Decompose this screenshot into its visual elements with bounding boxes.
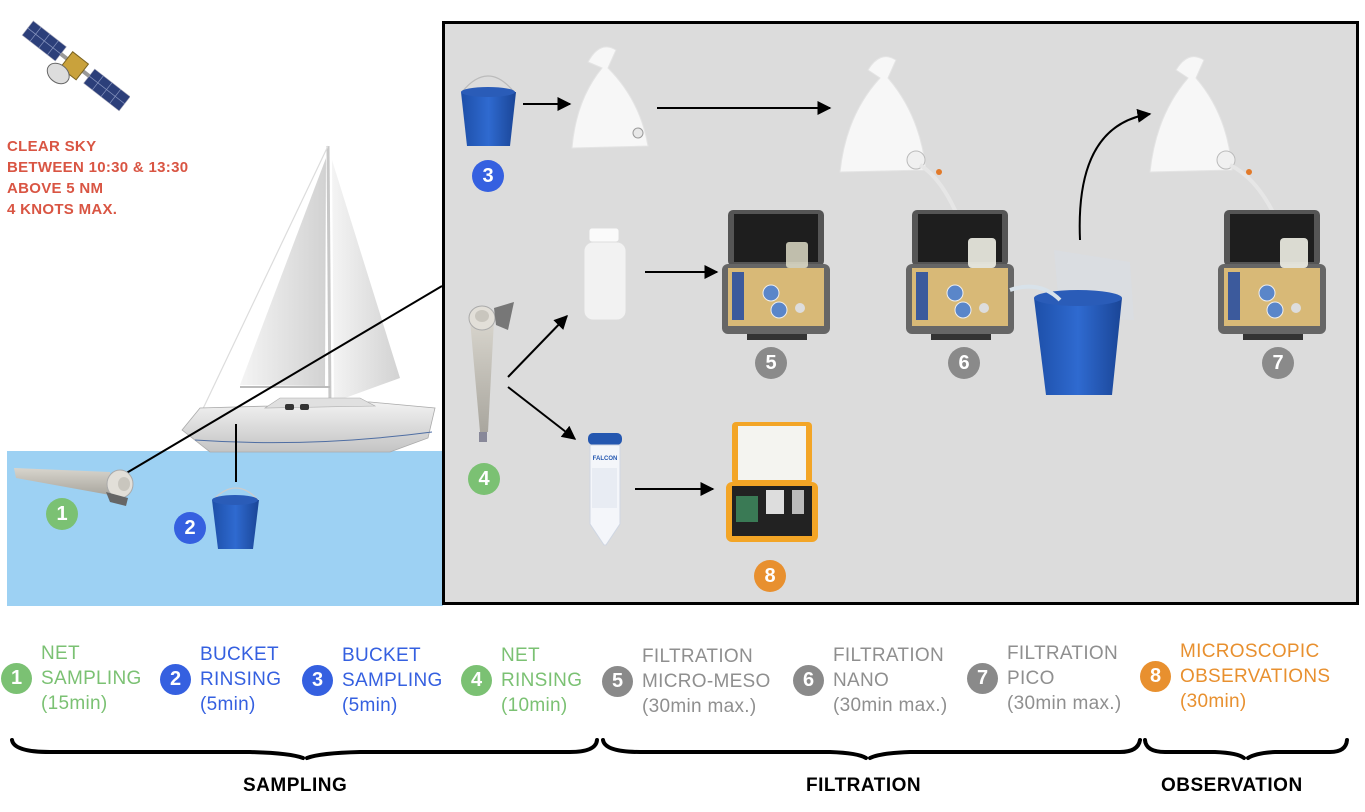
step-duration: (15min) <box>41 693 108 714</box>
step-title-line1: MICROSCOPIC <box>1180 641 1320 662</box>
brace-observation <box>1143 738 1349 760</box>
step-title-line1: FILTRATION <box>642 646 754 667</box>
step-title-line1: NET <box>501 645 540 666</box>
brace-sampling <box>10 738 599 760</box>
step-badge-8: 8 <box>754 560 786 592</box>
processing-panel <box>442 21 1359 605</box>
legend-step-7: 7 FILTRATION PICO (30min max.) <box>967 641 1121 716</box>
step-title-line1: BUCKET <box>342 645 421 666</box>
step-badge-7: 7 <box>1262 347 1294 379</box>
step-title-line2: SAMPLING <box>41 668 142 689</box>
legend-text-1: NET SAMPLING (15min) <box>41 641 142 716</box>
step-badge-2: 2 <box>174 512 206 544</box>
step-badge-4: 4 <box>468 463 500 495</box>
step-duration: (5min) <box>342 695 398 716</box>
legend-step-8: 8 MICROSCOPIC OBSERVATIONS (30min) <box>1140 639 1330 714</box>
legend-badge-4: 4 <box>461 665 492 696</box>
legend-text-4: NET RINSING (10min) <box>501 643 582 718</box>
legend-text-6: FILTRATION NANO (30min max.) <box>833 643 947 718</box>
condition-sky: CLEAR SKY <box>7 138 97 155</box>
condition-speed: 4 KNOTS MAX. <box>7 201 118 218</box>
step-title-line1: NET <box>41 643 80 664</box>
group-label-sampling: SAMPLING <box>243 775 348 796</box>
condition-time: BETWEEN 10:30 & 13:30 <box>7 159 189 176</box>
legend-badge-8: 8 <box>1140 661 1171 692</box>
step-title-line2: NANO <box>833 670 890 691</box>
legend-step-3: 3 BUCKET SAMPLING (5min) <box>302 643 443 718</box>
legend-text-5: FILTRATION MICRO-MESO (30min max.) <box>642 644 771 719</box>
step-duration: (30min) <box>1180 691 1247 712</box>
satellite-icon <box>21 20 130 112</box>
step-title-line2: SAMPLING <box>342 670 443 691</box>
brace-filtration <box>601 738 1142 760</box>
step-duration: (30min max.) <box>833 695 948 716</box>
sailboat-icon <box>181 145 436 453</box>
step-title-line2: MICRO-MESO <box>642 671 771 692</box>
legend-badge-7: 7 <box>967 663 998 694</box>
step-badge-1: 1 <box>46 498 78 530</box>
legend-badge-3: 3 <box>302 665 333 696</box>
sampling-conditions: CLEAR SKY BETWEEN 10:30 & 13:30 ABOVE 5 … <box>7 136 188 220</box>
step-badge-3: 3 <box>472 160 504 192</box>
step-title-line2: RINSING <box>200 669 282 690</box>
group-label-filtration: FILTRATION <box>806 775 922 796</box>
legend-badge-2: 2 <box>160 664 191 695</box>
legend-badge-6: 6 <box>793 665 824 696</box>
condition-distance: ABOVE 5 NM <box>7 180 104 197</box>
legend-badge-1: 1 <box>1 663 32 694</box>
legend-step-6: 6 FILTRATION NANO (30min max.) <box>793 643 947 718</box>
legend-text-3: BUCKET SAMPLING (5min) <box>342 643 443 718</box>
legend-text-2: BUCKET RINSING (5min) <box>200 642 281 717</box>
step-title-line2: PICO <box>1007 668 1055 689</box>
step-badge-5: 5 <box>755 347 787 379</box>
step-badge-6: 6 <box>948 347 980 379</box>
step-title-line1: FILTRATION <box>833 645 945 666</box>
legend-badge-5: 5 <box>602 666 633 697</box>
group-label-observation: OBSERVATION <box>1161 775 1303 796</box>
step-title-line2: OBSERVATIONS <box>1180 666 1331 687</box>
legend-step-5: 5 FILTRATION MICRO-MESO (30min max.) <box>602 644 771 719</box>
legend-step-2: 2 BUCKET RINSING (5min) <box>160 642 281 717</box>
step-title-line1: BUCKET <box>200 644 279 665</box>
legend-text-7: FILTRATION PICO (30min max.) <box>1007 641 1121 716</box>
step-duration: (10min) <box>501 695 568 716</box>
step-duration: (30min max.) <box>642 696 757 717</box>
step-duration: (30min max.) <box>1007 693 1122 714</box>
step-title-line1: FILTRATION <box>1007 643 1119 664</box>
legend-step-1: 1 NET SAMPLING (15min) <box>1 641 142 716</box>
step-title-line2: RINSING <box>501 670 583 691</box>
step-duration: (5min) <box>200 694 256 715</box>
legend-step-4: 4 NET RINSING (10min) <box>461 643 582 718</box>
sea-background <box>7 451 443 606</box>
legend-text-8: MICROSCOPIC OBSERVATIONS (30min) <box>1180 639 1330 714</box>
